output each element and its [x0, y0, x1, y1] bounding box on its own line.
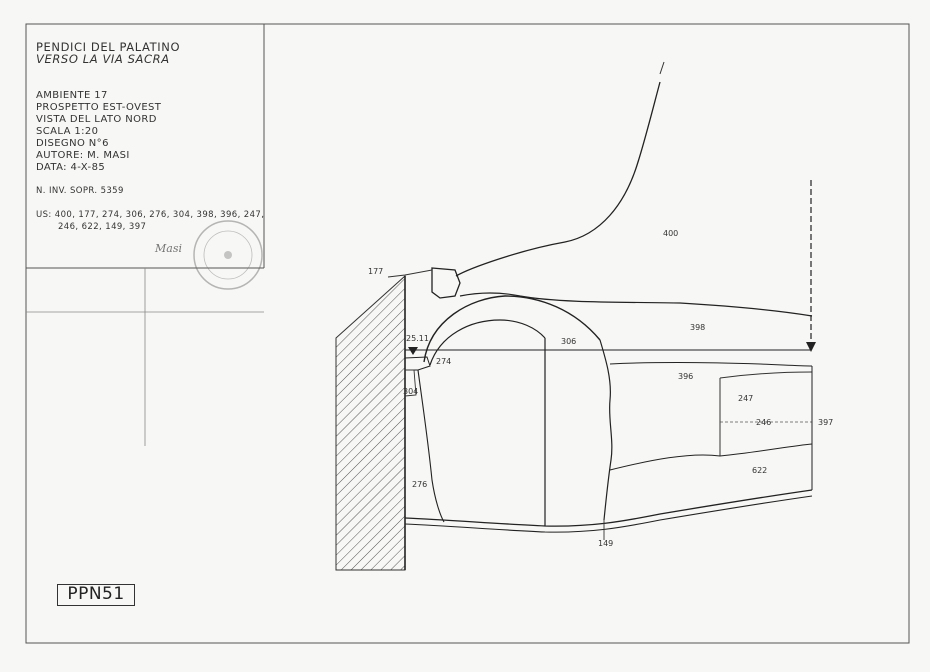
section-arrow	[806, 342, 816, 352]
prospetto-label: PROSPETTO EST-OVEST	[36, 102, 162, 113]
label-us-306: 306	[561, 337, 577, 346]
scala-label: SCALA 1:20	[36, 126, 99, 137]
vista-label: VISTA DEL LATO NORD	[36, 114, 157, 125]
us-177-block	[431, 267, 461, 299]
datum-marker	[408, 347, 418, 355]
label-us-246: 246	[756, 418, 772, 427]
autore-label: AUTORE: M. MASI	[36, 150, 130, 161]
label-us-247: 247	[738, 394, 754, 403]
label-us-274: 274	[436, 357, 452, 366]
label-us-400: 400	[663, 229, 679, 238]
label-us-398: 398	[690, 323, 706, 332]
elevation-mark: 25.11	[406, 334, 429, 343]
us-400-profile	[455, 81, 661, 277]
us-list-line2: 246, 622, 149, 397	[58, 222, 147, 232]
us-398-top	[459, 292, 813, 317]
label-us-397: 397	[818, 418, 834, 427]
label-us-304: 304	[403, 387, 419, 396]
ambiente-label: AMBIENTE 17	[36, 90, 108, 101]
arch-us-306-outer	[423, 295, 601, 363]
author-signature: Masi	[155, 242, 182, 255]
label-us-149: 149	[598, 539, 614, 548]
us-304-outline	[404, 369, 417, 397]
sheet-tag: PPN51	[57, 584, 135, 606]
us-622-top	[609, 443, 813, 471]
label-us-396: 396	[678, 372, 694, 381]
label-us-622: 622	[752, 466, 768, 475]
arch-us-306-inner	[429, 319, 546, 366]
wall-section-hatched	[335, 274, 406, 571]
sheet-frame	[25, 23, 910, 644]
label-us-177: 177	[368, 267, 384, 276]
disegno-label: DISEGNO N°6	[36, 138, 109, 149]
us-396-left-edge	[599, 339, 613, 521]
us-247-top	[719, 371, 813, 379]
data-label: DATA: 4-X-85	[36, 162, 106, 173]
site-name-line1: PENDICI DEL PALATINO	[36, 40, 181, 54]
us-274-block	[404, 356, 431, 371]
base-line-1	[404, 489, 813, 527]
us-list-line1: US: 400, 177, 274, 306, 276, 304, 398, 3…	[36, 210, 265, 220]
us-396-top	[609, 362, 813, 367]
us-177-ledge	[387, 269, 433, 278]
us-400-profile-upper	[659, 61, 665, 75]
base-line-2	[404, 495, 813, 533]
soprintendenza-stamp	[193, 220, 263, 290]
site-name-line2: VERSO LA VIA SACRA	[36, 52, 170, 66]
inventory-number: N. INV. SOPR. 5359	[36, 186, 124, 196]
label-us-276: 276	[412, 480, 428, 489]
us-276-left-jamb	[417, 369, 445, 523]
